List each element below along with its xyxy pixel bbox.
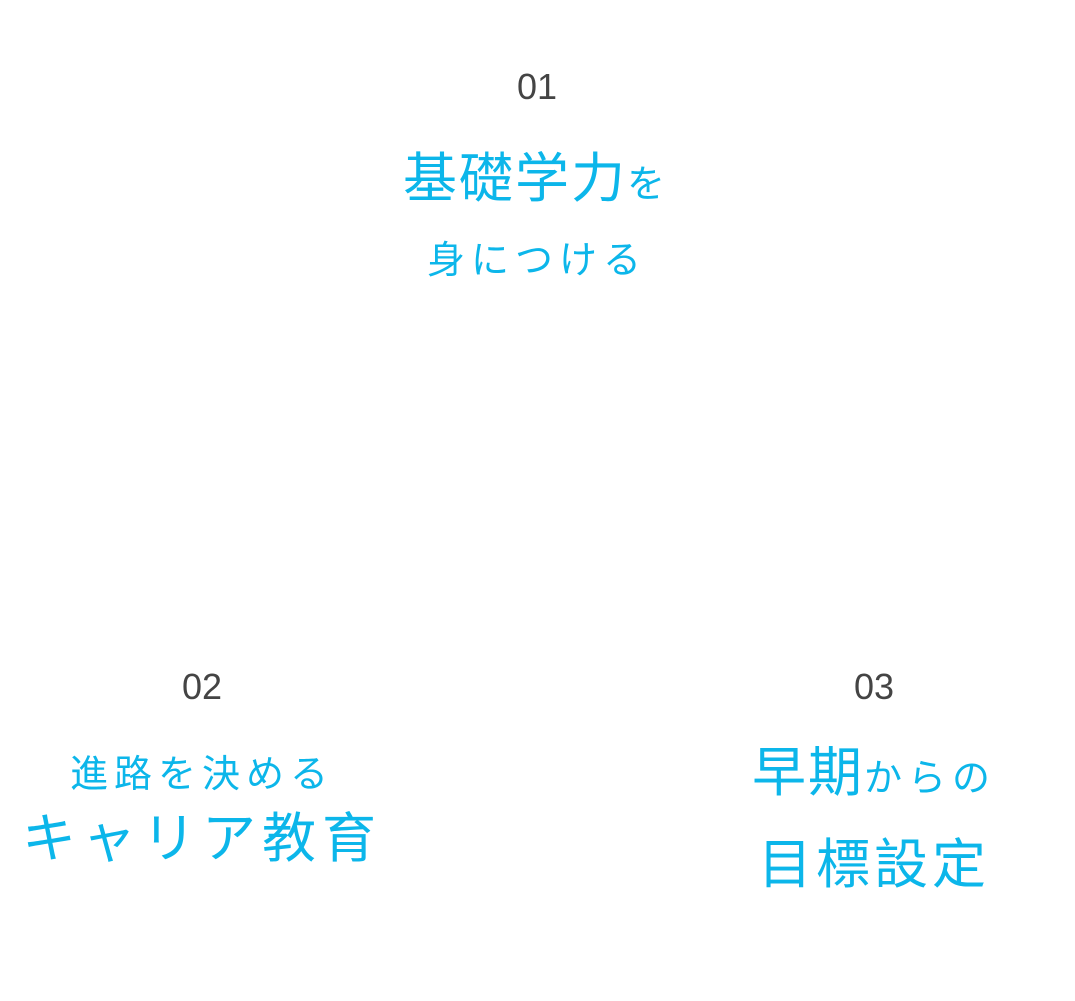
title-main: 基礎学力 — [402, 149, 627, 209]
feature-number: 01 — [516, 66, 558, 107]
feature-02: 02 進路を決める キャリア教育 — [2, 667, 402, 871]
feature-title: 進路を決める キャリア教育 — [2, 751, 402, 871]
feature-03: 03 早期からの 目標設定 — [674, 667, 1074, 897]
feature-title: 早期からの 目標設定 — [674, 743, 1074, 897]
title-sub: 進路を決める — [69, 754, 334, 796]
feature-01: 01 基礎学力を 身につける — [337, 67, 737, 285]
feature-number: 03 — [853, 666, 895, 707]
title-main-2: 目標設定 — [758, 835, 990, 895]
title-main: キャリア教育 — [22, 809, 382, 869]
title-main: 早期 — [751, 743, 864, 803]
title-small: からの — [863, 758, 996, 800]
title-sub: 身につける — [426, 240, 647, 282]
title-small: を — [626, 164, 671, 206]
feature-number: 02 — [181, 666, 223, 707]
feature-title: 基礎学力を 身につける — [337, 149, 737, 285]
